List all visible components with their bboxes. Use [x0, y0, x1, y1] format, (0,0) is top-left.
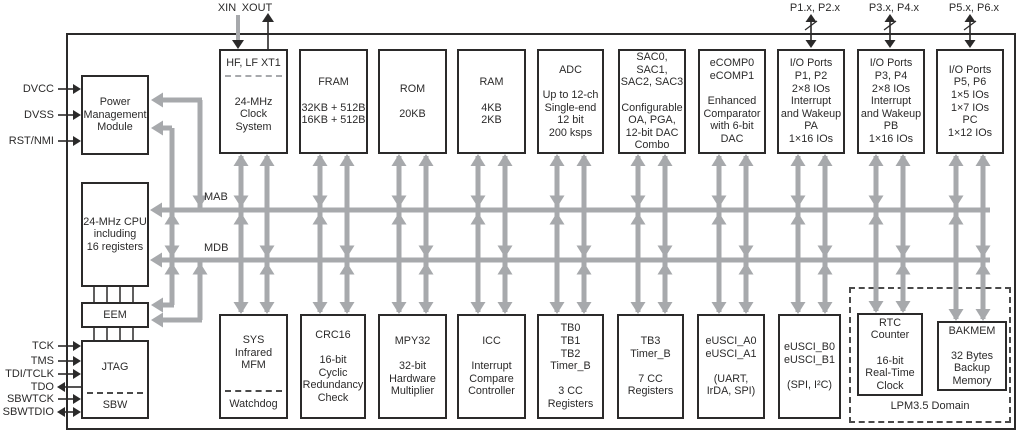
- jtag-sbw-divider: [87, 392, 143, 394]
- block-ram: RAM 4KB 2KB: [457, 49, 526, 154]
- block-sbw-label: SBW: [102, 399, 128, 412]
- bus-label-mab: MAB: [204, 191, 228, 203]
- clock-body: 24-MHz Clock System: [234, 95, 273, 133]
- block-io-ports-p1-p2: I/O Ports P1, P2 2×8 IOs Interrupt and W…: [777, 49, 845, 154]
- block-jtag-label: JTAG: [101, 360, 129, 373]
- pin-label-dvss: DVSS: [24, 109, 54, 121]
- pin-label-sbwtck: SBWTCK: [6, 393, 54, 405]
- block-eem: EEM: [81, 302, 149, 328]
- block-icc: ICC Interrupt Compare Controller: [457, 314, 526, 419]
- block-io-ports-p3-p4: I/O Ports P3, P4 2×8 IOs Interrupt and W…: [857, 49, 925, 154]
- pin-label-xin: XIN: [217, 2, 237, 14]
- block-eusci-a: eUSCI_A0 eUSCI_A1 (UART, IrDA, SPI): [697, 314, 765, 419]
- block-cpu: 24-MHz CPU including 16 registers: [81, 182, 149, 287]
- block-io-ports-p5-p6: I/O Ports P5, P6 1×5 IOs 1×7 IOs PC 1×12…: [936, 49, 1004, 154]
- pin-label-tms: TMS: [30, 355, 54, 367]
- block-timer-b3: TB3 Timer_B 7 CC Registers: [617, 314, 684, 419]
- block-bakmem: BAKMEM 32 Bytes Backup Memory: [937, 321, 1007, 391]
- sys-watchdog-divider: [225, 390, 282, 392]
- block-ecomp: eCOMP0 eCOMP1 Enhanced Comparator with 6…: [698, 49, 766, 154]
- block-adc: ADC Up to 12-ch Single-end 12 bit 200 ks…: [537, 49, 604, 154]
- block-crc16: CRC16 16-bit Cyclic Redundancy Check: [300, 314, 366, 419]
- block-jtag-sbw: JTAG SBW: [81, 340, 149, 419]
- block-rtc-counter: RTC Counter 16-bit Real-Time Clock: [857, 313, 923, 396]
- block-eusci-b: eUSCI_B0 eUSCI_B1 (SPI, I²C): [778, 314, 841, 419]
- lpm35-domain-label: LPM3.5 Domain: [890, 400, 970, 412]
- pin-label-p1x-p2x: P1.x, P2.x: [789, 2, 841, 14]
- block-sac: SAC0, SAC1, SAC2, SAC3 Configurable OA, …: [618, 49, 686, 154]
- pin-label-tdi-tclk: TDI/TCLK: [5, 368, 54, 380]
- pin-label-tck: TCK: [32, 340, 54, 352]
- pin-label-p3x-p4x: P3.x, P4.x: [868, 2, 920, 14]
- clock-xt1-header: HF, LF XT1: [226, 56, 281, 69]
- lpm35-domain-box: [849, 287, 1011, 423]
- sys-label: SYS Infrared MFM: [234, 334, 273, 372]
- pin-label-dvcc: DVCC: [22, 83, 54, 95]
- block-clock-system: HF, LF XT1 24-MHz Clock System: [219, 49, 288, 154]
- pin-label-rst-nmi: RST/NMI: [8, 135, 54, 147]
- block-mpy32: MPY32 32-bit Hardware Multiplier: [378, 314, 447, 419]
- pin-label-p5x-p6x: P5.x, P6.x: [948, 2, 1000, 14]
- pin-label-tdo: TDO: [30, 381, 54, 393]
- block-sys-watchdog: SYS Infrared MFM Watchdog: [219, 314, 288, 419]
- block-power-management-module: Power Management Module: [81, 75, 149, 155]
- pin-label-sbwtdio: SBWTDIO: [2, 406, 54, 418]
- watchdog-label: Watchdog: [229, 398, 278, 411]
- clock-divider: [225, 75, 282, 77]
- bus-label-mdb: MDB: [204, 242, 229, 254]
- block-fram: FRAM 32KB + 512B 16KB + 512B: [299, 49, 368, 154]
- pin-label-xout: XOUT: [241, 2, 273, 14]
- block-rom: ROM 20KB: [378, 49, 447, 154]
- block-timer-b0-b1-b2: TB0 TB1 TB2 Timer_B 3 CC Registers: [537, 314, 604, 419]
